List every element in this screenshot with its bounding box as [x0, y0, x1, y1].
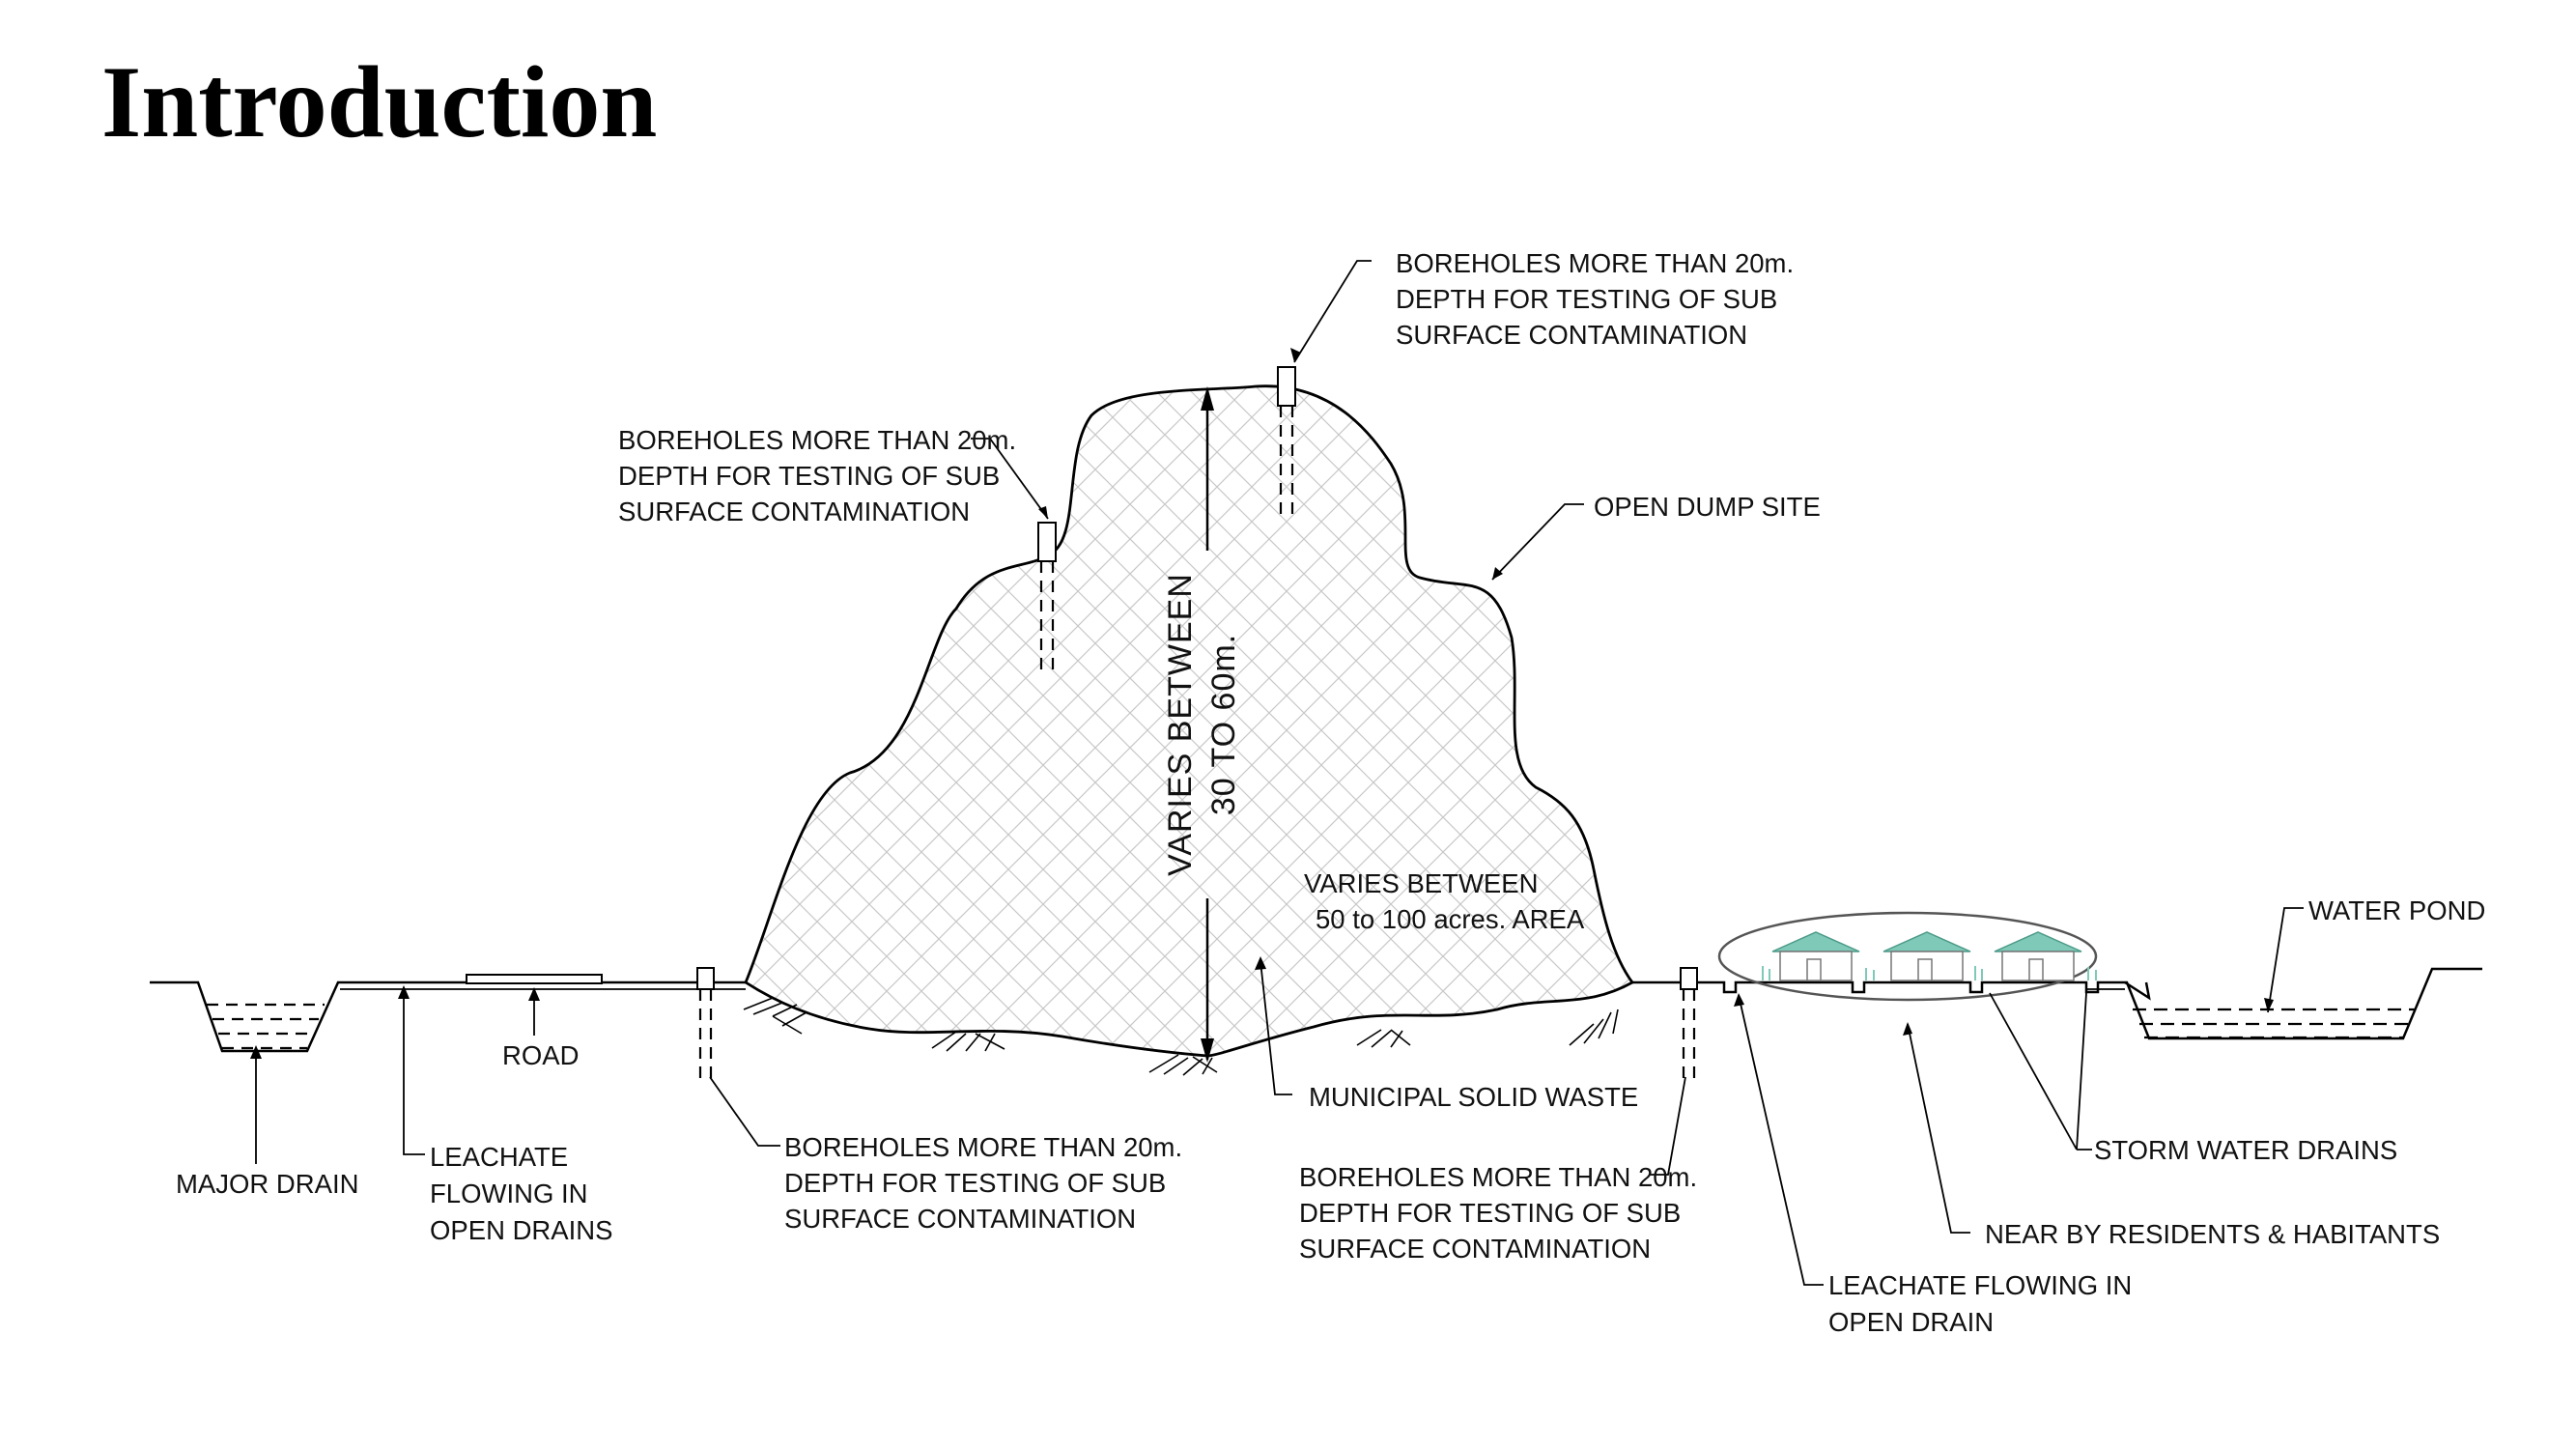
residence-area-ellipse — [1717, 911, 2098, 1002]
borehole-mound-top — [1277, 366, 1296, 522]
label-near-by-residents: NEAR BY RESIDENTS & HABITANTS — [1985, 1219, 2440, 1249]
label-water-pond: WATER POND — [2308, 895, 2485, 925]
borehole-mound-left — [1037, 522, 1057, 673]
label-leachate-2: FLOWING IN — [430, 1179, 587, 1208]
soil-hatch-marks — [743, 997, 1619, 1076]
label-area-2: 50 to 100 acres. AREA — [1316, 904, 1585, 934]
label-leachate-open-drain-1: LEACHATE FLOWING IN — [1828, 1270, 2132, 1300]
label-borehole-bottom-left-2: DEPTH FOR TESTING OF SUB — [784, 1168, 1166, 1198]
label-borehole-bottom-right-2: DEPTH FOR TESTING OF SUB — [1299, 1198, 1681, 1228]
label-borehole-bottom-right-3: SURFACE CONTAMINATION — [1299, 1234, 1651, 1264]
label-borehole-left-top-2: DEPTH FOR TESTING OF SUB — [618, 461, 1000, 491]
house-2 — [1882, 931, 1971, 981]
label-borehole-bottom-left-3: SURFACE CONTAMINATION — [784, 1204, 1136, 1234]
label-height-1: VARIES BETWEEN — [1162, 573, 1199, 876]
label-leachate-3: OPEN DRAINS — [430, 1215, 612, 1245]
height-dimension-arrow — [1201, 386, 1214, 1063]
label-borehole-top-3: SURFACE CONTAMINATION — [1396, 320, 1747, 350]
borehole-ground-right — [1680, 967, 1698, 1080]
open-dump-mound — [744, 384, 1635, 1058]
slide-title: Introduction — [101, 45, 658, 158]
leader-arrowheads — [250, 348, 2274, 1059]
house-3 — [1994, 931, 2082, 981]
label-municipal-solid-waste: MUNICIPAL SOLID WASTE — [1309, 1082, 1638, 1112]
label-road: ROAD — [502, 1040, 579, 1070]
label-borehole-left-top-1: BOREHOLES MORE THAN 20m. — [618, 425, 1016, 455]
water-pond-water — [2133, 1008, 2415, 1039]
label-major-drain: MAJOR DRAIN — [176, 1169, 358, 1199]
label-height-2: 30 TO 60m. — [1205, 634, 1242, 815]
label-storm-water-drains: STORM WATER DRAINS — [2094, 1135, 2397, 1165]
label-open-dump-site: OPEN DUMP SITE — [1594, 492, 1821, 522]
road-slab — [466, 974, 603, 984]
label-borehole-top-2: DEPTH FOR TESTING OF SUB — [1396, 284, 1777, 314]
house-1 — [1771, 931, 1860, 981]
label-leachate-open-drain-2: OPEN DRAIN — [1828, 1307, 1994, 1337]
label-borehole-bottom-right-1: BOREHOLES MORE THAN 20m. — [1299, 1162, 1697, 1192]
label-borehole-bottom-left-1: BOREHOLES MORE THAN 20m. — [784, 1132, 1182, 1162]
leader-lines — [255, 260, 2304, 1286]
borehole-ground-left — [696, 967, 715, 1080]
residence-plants — [1762, 966, 2097, 980]
label-borehole-top-1: BOREHOLES MORE THAN 20m. — [1396, 248, 1794, 278]
label-area-1: VARIES BETWEEN — [1304, 868, 1538, 898]
label-leachate-1: LEACHATE — [430, 1142, 568, 1172]
label-borehole-left-top-3: SURFACE CONTAMINATION — [618, 497, 970, 526]
major-drain-water — [207, 1003, 325, 1050]
